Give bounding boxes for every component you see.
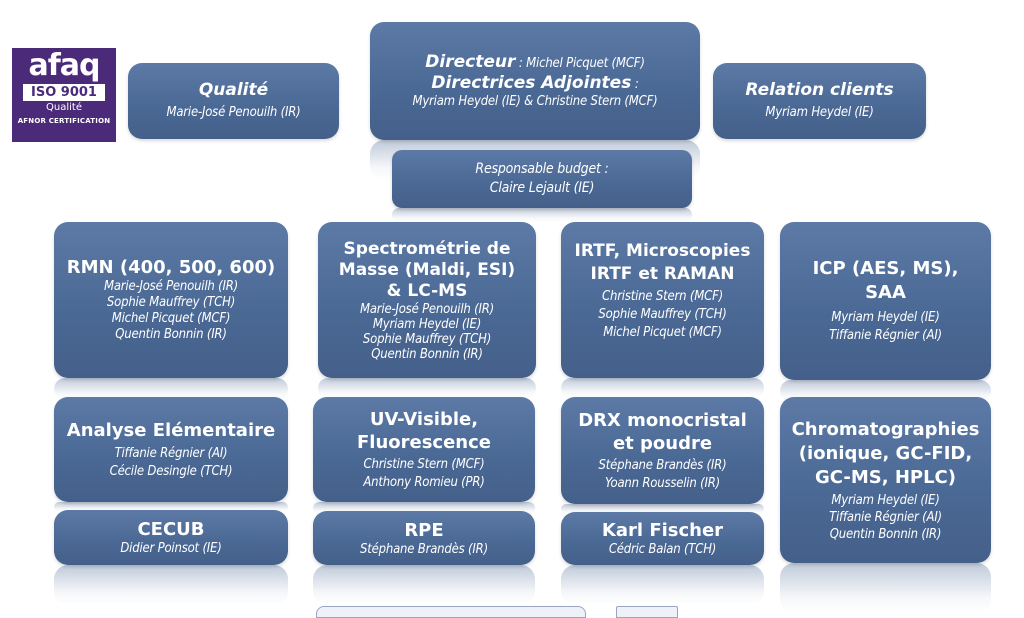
chromatographies-person: Tiffanie Régnier (AI): [829, 509, 942, 525]
directeur-name: : Michel Picquet (MCF): [515, 55, 645, 71]
mass-spec-title-line: Spectrométrie de: [343, 238, 511, 259]
mass-spec-title-line: Masse (Maldi, ESI): [338, 259, 516, 280]
ms-reflection: [318, 378, 536, 398]
rmn-person: Marie-José Penouilh (IR): [103, 279, 239, 294]
rmn-box: RMN (400, 500, 600) Marie-José Penouilh …: [54, 222, 288, 378]
afaq-iso-logo: afaq ISO 9001 Qualité AFNOR CERTIFICATIO…: [12, 48, 116, 142]
uv-visible-person: Christine Stern (MCF): [363, 456, 485, 472]
irtf-reflection: [561, 378, 764, 398]
rmn-title: RMN (400, 500, 600): [66, 257, 276, 278]
budget-box: Responsable budget : Claire Lejault (IE): [392, 150, 692, 208]
mass-spec-person: Myriam Heydel (IE): [372, 316, 482, 332]
directeur-line: Directeur : Michel Picquet (MCF): [425, 51, 645, 73]
irtf-title-line: IRTF, Microscopies: [574, 241, 751, 261]
mass-spec-box: Spectrométrie de Masse (Maldi, ESI) & LC…: [318, 222, 536, 378]
chromatographies-title-line: (ionique, GC-FID,: [798, 442, 973, 464]
uv-visible-title-line: Fluorescence: [356, 431, 491, 453]
irtf-person: Christine Stern (MCF): [602, 289, 723, 304]
adjointes-colon: :: [631, 77, 639, 93]
logo-brand: afaq: [28, 48, 100, 83]
relation-clients-person: Myriam Heydel (IE): [765, 104, 874, 120]
rmn-person: Sophie Mauffrey (TCH): [106, 295, 236, 310]
cecub-title: CECUB: [137, 519, 205, 540]
relation-clients-title: Relation clients: [745, 80, 894, 101]
bottom-box-edge: [316, 606, 586, 618]
icp-box: ICP (AES, MS), SAA Myriam Heydel (IE) Ti…: [780, 222, 991, 380]
karl-fischer-title: Karl Fischer: [601, 520, 724, 541]
bottom-box-edge: [616, 606, 678, 618]
mass-spec-person: Sophie Mauffrey (TCH): [362, 331, 492, 347]
irtf-person: Michel Picquet (MCF): [603, 325, 722, 340]
logo-qualite: Qualité: [46, 102, 82, 113]
logo-cert: AFNOR CERTIFICATION: [17, 117, 111, 125]
adjointes-line: Directrices Adjointes :: [431, 72, 638, 94]
adjointes-label: Directrices Adjointes: [431, 73, 632, 94]
uv-visible-title-line: UV-Visible,: [369, 408, 479, 430]
relation-clients-box: Relation clients Myriam Heydel (IE): [713, 63, 926, 139]
qualite-box: Qualité Marie-José Penouilh (IR): [128, 63, 339, 139]
directeur-label: Directeur: [425, 51, 516, 72]
budget-reflection: [392, 208, 692, 222]
analyse-elementaire-person: Tiffanie Régnier (AI): [114, 445, 228, 461]
drx-title-line: et poudre: [612, 432, 713, 454]
chromatographies-person: Myriam Heydel (IE): [831, 492, 940, 508]
rpe-box: RPE Stéphane Brandès (IR): [313, 511, 535, 565]
karl-fischer-person: Cédric Balan (TCH): [608, 542, 717, 557]
direction-box: Directeur : Michel Picquet (MCF) Directr…: [370, 22, 700, 140]
mass-spec-title-line: & LC-MS: [386, 280, 468, 301]
icp-person: Tiffanie Régnier (AI): [829, 328, 942, 343]
rmn-person: Michel Picquet (MCF): [111, 311, 231, 326]
uv-visible-person: Anthony Romieu (PR): [363, 474, 485, 490]
chromatographies-person: Quentin Bonnin (IR): [829, 526, 942, 542]
cecub-box: CECUB Didier Poinsot (IE): [54, 510, 288, 565]
kf-reflection: [561, 565, 764, 605]
chromatographies-title-line: GC-MS, HPLC): [814, 466, 956, 488]
irtf-title-line: IRTF et RAMAN: [590, 264, 735, 284]
mass-spec-person: Quentin Bonnin (IR): [371, 346, 483, 362]
rmn-person: Quentin Bonnin (IR): [115, 327, 227, 342]
chromatographies-box: Chromatographies (ionique, GC-FID, GC-MS…: [780, 397, 991, 563]
karl-fischer-box: Karl Fischer Cédric Balan (TCH): [561, 512, 764, 565]
chromatographies-title-line: Chromatographies: [791, 418, 980, 440]
drx-person: Yoann Rousselin (IR): [605, 475, 720, 491]
mass-spec-person: Marie-José Penouilh (IR): [359, 301, 495, 317]
rpe-person: Stéphane Brandès (IR): [360, 541, 488, 557]
icp-title-line: SAA: [865, 282, 906, 303]
logo-standard: ISO 9001: [23, 84, 105, 101]
cecub-reflection: [54, 565, 288, 605]
drx-box: DRX monocristal et poudre Stéphane Brand…: [561, 397, 764, 504]
rpe-title: RPE: [404, 519, 444, 541]
drx-title-line: DRX monocristal: [578, 409, 747, 431]
icp-person: Myriam Heydel (IE): [831, 310, 940, 325]
budget-title: Responsable budget :: [475, 161, 609, 177]
uv-visible-box: UV-Visible, Fluorescence Christine Stern…: [313, 397, 535, 502]
adjointes-names: Myriam Heydel (IE) & Christine Stern (MC…: [412, 94, 658, 110]
analyse-elementaire-box: Analyse Elémentaire Tiffanie Régnier (AI…: [54, 397, 288, 502]
cecub-person: Didier Poinsot (IE): [120, 541, 222, 556]
drx-person: Stéphane Brandès (IR): [598, 457, 727, 473]
qualite-person: Marie-José Penouilh (IR): [166, 104, 301, 120]
budget-person: Claire Lejault (IE): [489, 180, 595, 196]
irtf-person: Sophie Mauffrey (TCH): [598, 307, 727, 322]
analyse-elementaire-person: Cécile Desingle (TCH): [109, 463, 233, 479]
icp-title-line: ICP (AES, MS),: [812, 258, 959, 279]
analyse-elementaire-title: Analyse Elémentaire: [66, 419, 276, 441]
chrom-reflection: [780, 563, 991, 613]
qualite-title: Qualité: [198, 80, 269, 101]
irtf-box: IRTF, Microscopies IRTF et RAMAN Christi…: [561, 222, 764, 378]
rpe-reflection: [313, 565, 535, 605]
